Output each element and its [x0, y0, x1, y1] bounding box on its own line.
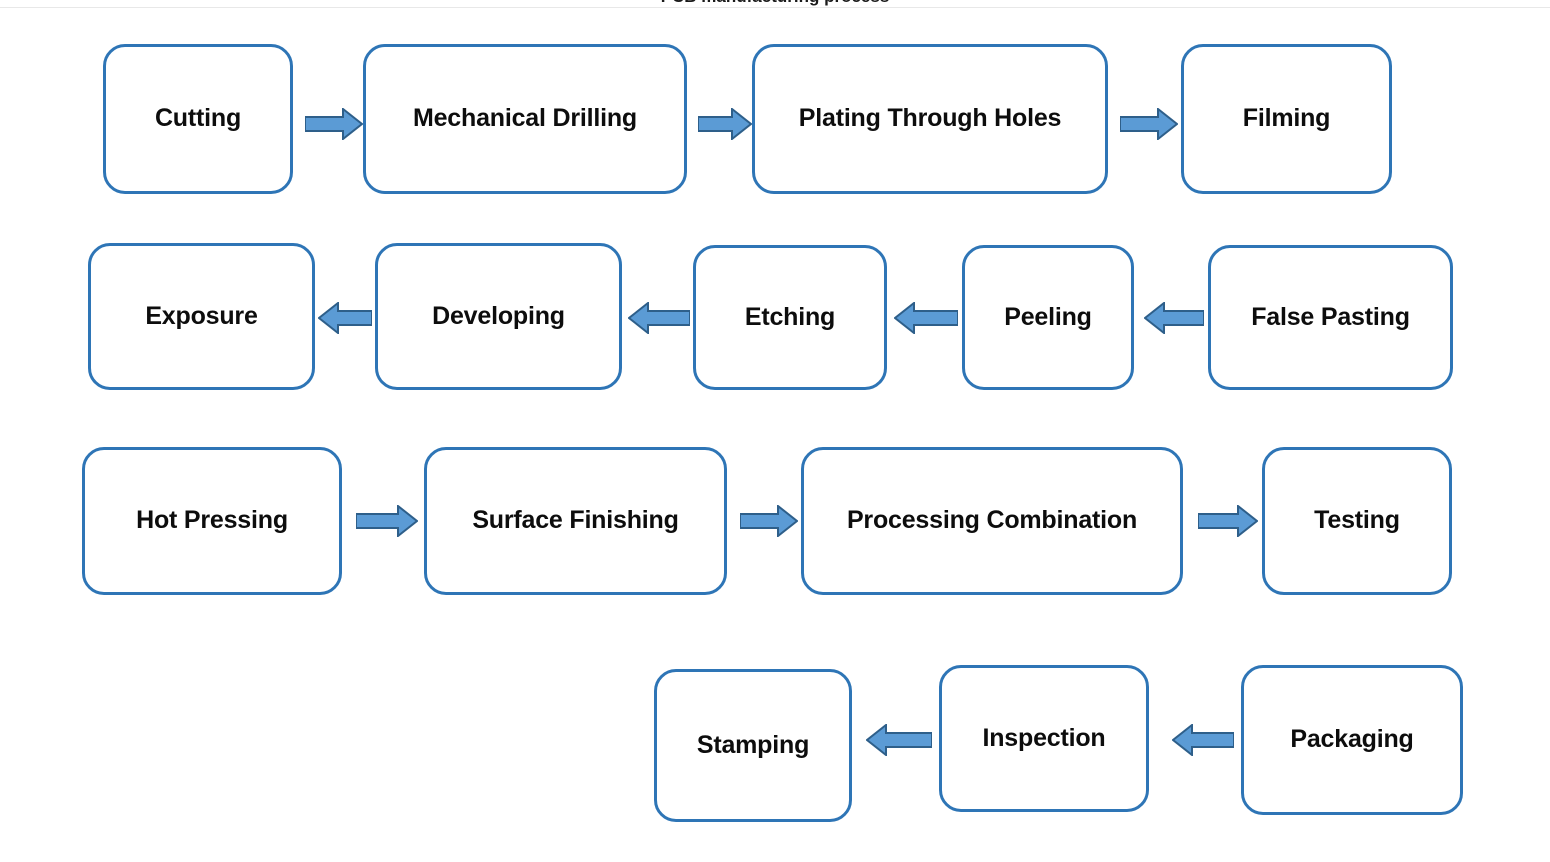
process-node-label: False Pasting [1251, 302, 1410, 331]
arrow-left-icon [1144, 302, 1204, 334]
process-node-label: Developing [432, 301, 565, 330]
process-node-false-pasting[interactable]: False Pasting [1208, 245, 1453, 390]
process-node-label: Testing [1314, 506, 1400, 535]
arrow-right-icon [305, 108, 363, 140]
process-node-filming[interactable]: Filming [1181, 44, 1392, 194]
arrow-right-icon [1120, 108, 1178, 140]
arrow-left-icon [1172, 724, 1234, 756]
process-node-label: Packaging [1290, 725, 1414, 754]
process-node-label: Peeling [1004, 302, 1092, 331]
process-node-label: Processing Combination [846, 506, 1138, 535]
process-node-hot-pressing[interactable]: Hot Pressing [82, 447, 342, 595]
arrow-left-icon [318, 302, 372, 334]
process-node-surface-finishing[interactable]: Surface Finishing [424, 447, 727, 595]
top-divider [0, 7, 1550, 8]
arrow-left-icon [866, 724, 932, 756]
process-node-processing-combination[interactable]: Processing Combination [801, 447, 1183, 595]
process-node-testing[interactable]: Testing [1262, 447, 1452, 595]
process-node-inspection[interactable]: Inspection [939, 665, 1149, 812]
process-node-mechanical-drilling[interactable]: Mechanical Drilling [363, 44, 687, 194]
arrow-right-icon [740, 505, 798, 537]
arrow-right-icon [356, 505, 418, 537]
process-node-stamping[interactable]: Stamping [654, 669, 852, 822]
arrow-right-icon [1198, 505, 1258, 537]
process-node-cutting[interactable]: Cutting [103, 44, 293, 194]
process-node-peeling[interactable]: Peeling [962, 245, 1134, 390]
process-node-label: Exposure [145, 301, 258, 330]
clipped-title-text: PCB manufacturing process [0, 0, 1550, 8]
process-node-label: Surface Finishing [472, 506, 679, 535]
process-node-label: Hot Pressing [136, 506, 288, 535]
process-node-exposure[interactable]: Exposure [88, 243, 315, 390]
process-node-packaging[interactable]: Packaging [1241, 665, 1463, 815]
process-node-label: Cutting [154, 104, 242, 133]
process-node-label: Mechanical Drilling [412, 104, 638, 133]
process-node-label: Etching [744, 302, 836, 331]
process-node-plating-through-holes[interactable]: Plating Through Holes [752, 44, 1108, 194]
process-node-label: Stamping [696, 730, 810, 759]
arrow-right-icon [698, 108, 752, 140]
process-node-label: Inspection [982, 723, 1106, 752]
arrow-left-icon [628, 302, 690, 334]
process-node-label: Filming [1242, 104, 1331, 133]
process-node-developing[interactable]: Developing [375, 243, 622, 390]
arrow-left-icon [894, 302, 958, 334]
process-node-label: Plating Through Holes [798, 104, 1062, 133]
process-node-etching[interactable]: Etching [693, 245, 887, 390]
